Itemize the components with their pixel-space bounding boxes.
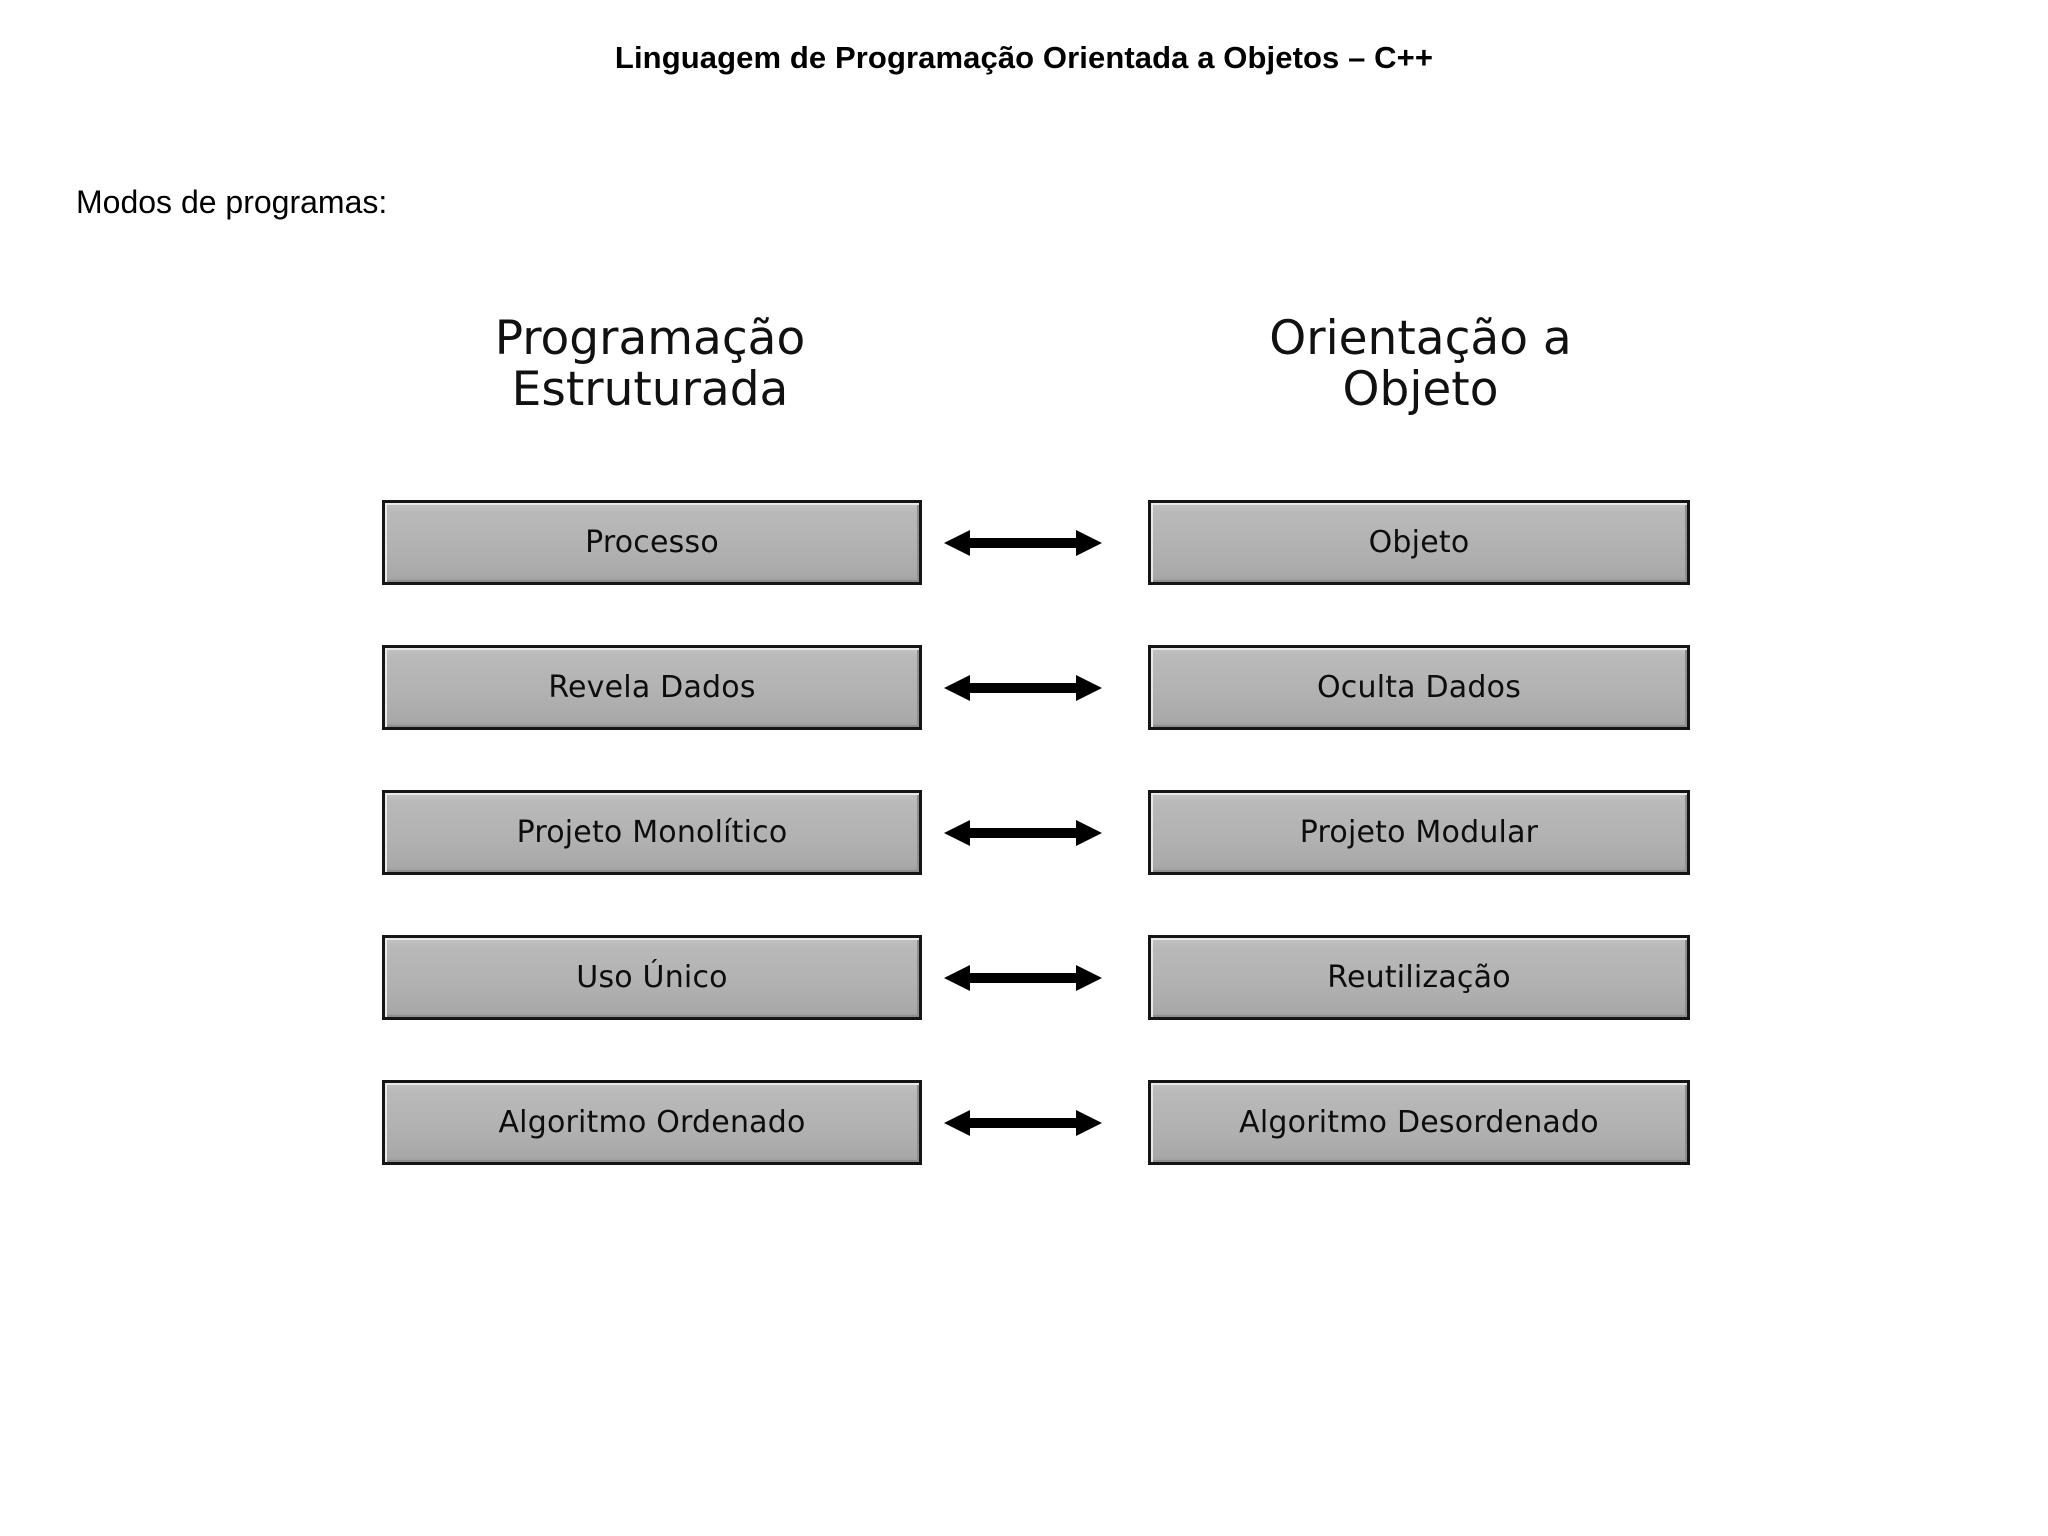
node-label: Revela Dados <box>548 669 756 705</box>
node-left-algoritmo-ordenado[interactable]: Algoritmo Ordenado <box>382 1080 922 1165</box>
double-headed-arrow-icon <box>944 645 1102 730</box>
node-left-projeto-monolitico[interactable]: Projeto Monolítico <box>382 790 922 875</box>
comparison-row: Processo Objeto <box>0 500 2048 585</box>
comparison-diagram: Programação Estruturada Orientação a Obj… <box>0 300 2048 1240</box>
node-label: Uso Único <box>576 959 728 995</box>
column-heading-estruturada: Programação Estruturada <box>494 311 806 417</box>
double-headed-arrow-icon <box>944 790 1102 875</box>
node-label: Reutilização <box>1327 959 1511 995</box>
comparison-row: Algoritmo Ordenado Algoritmo Desordenado <box>0 1080 2048 1165</box>
node-label: Algoritmo Ordenado <box>498 1104 806 1140</box>
node-label: Oculta Dados <box>1316 669 1522 705</box>
column-heading-objeto: Orientação a Objeto <box>1269 311 1572 417</box>
node-left-revela-dados[interactable]: Revela Dados <box>382 645 922 730</box>
page-title: Linguagem de Programação Orientada a Obj… <box>614 40 1434 75</box>
node-right-reutilizacao[interactable]: Reutilização <box>1148 935 1690 1020</box>
comparison-rows: Processo Objeto Revela Dados <box>0 500 2048 1165</box>
section-subtitle: Modos de programas: <box>76 184 388 220</box>
node-label: Algoritmo Desordenado <box>1239 1104 1599 1140</box>
comparison-row: Projeto Monolítico Projeto Modular <box>0 790 2048 875</box>
double-headed-arrow-icon <box>944 1080 1102 1165</box>
node-right-oculta-dados[interactable]: Oculta Dados <box>1148 645 1690 730</box>
node-label: Projeto Monolítico <box>516 814 788 850</box>
node-left-processo[interactable]: Processo <box>382 500 922 585</box>
node-label: Processo <box>585 524 719 560</box>
double-headed-arrow-icon <box>944 500 1102 585</box>
double-headed-arrow-icon <box>944 935 1102 1020</box>
node-label: Projeto Modular <box>1299 814 1539 850</box>
comparison-row: Uso Único Reutilização <box>0 935 2048 1020</box>
node-left-uso-unico[interactable]: Uso Único <box>382 935 922 1020</box>
node-right-objeto[interactable]: Objeto <box>1148 500 1690 585</box>
node-label: Objeto <box>1368 524 1470 560</box>
comparison-row: Revela Dados Oculta Dados <box>0 645 2048 730</box>
node-right-projeto-modular[interactable]: Projeto Modular <box>1148 790 1690 875</box>
node-right-algoritmo-desordenado[interactable]: Algoritmo Desordenado <box>1148 1080 1690 1165</box>
